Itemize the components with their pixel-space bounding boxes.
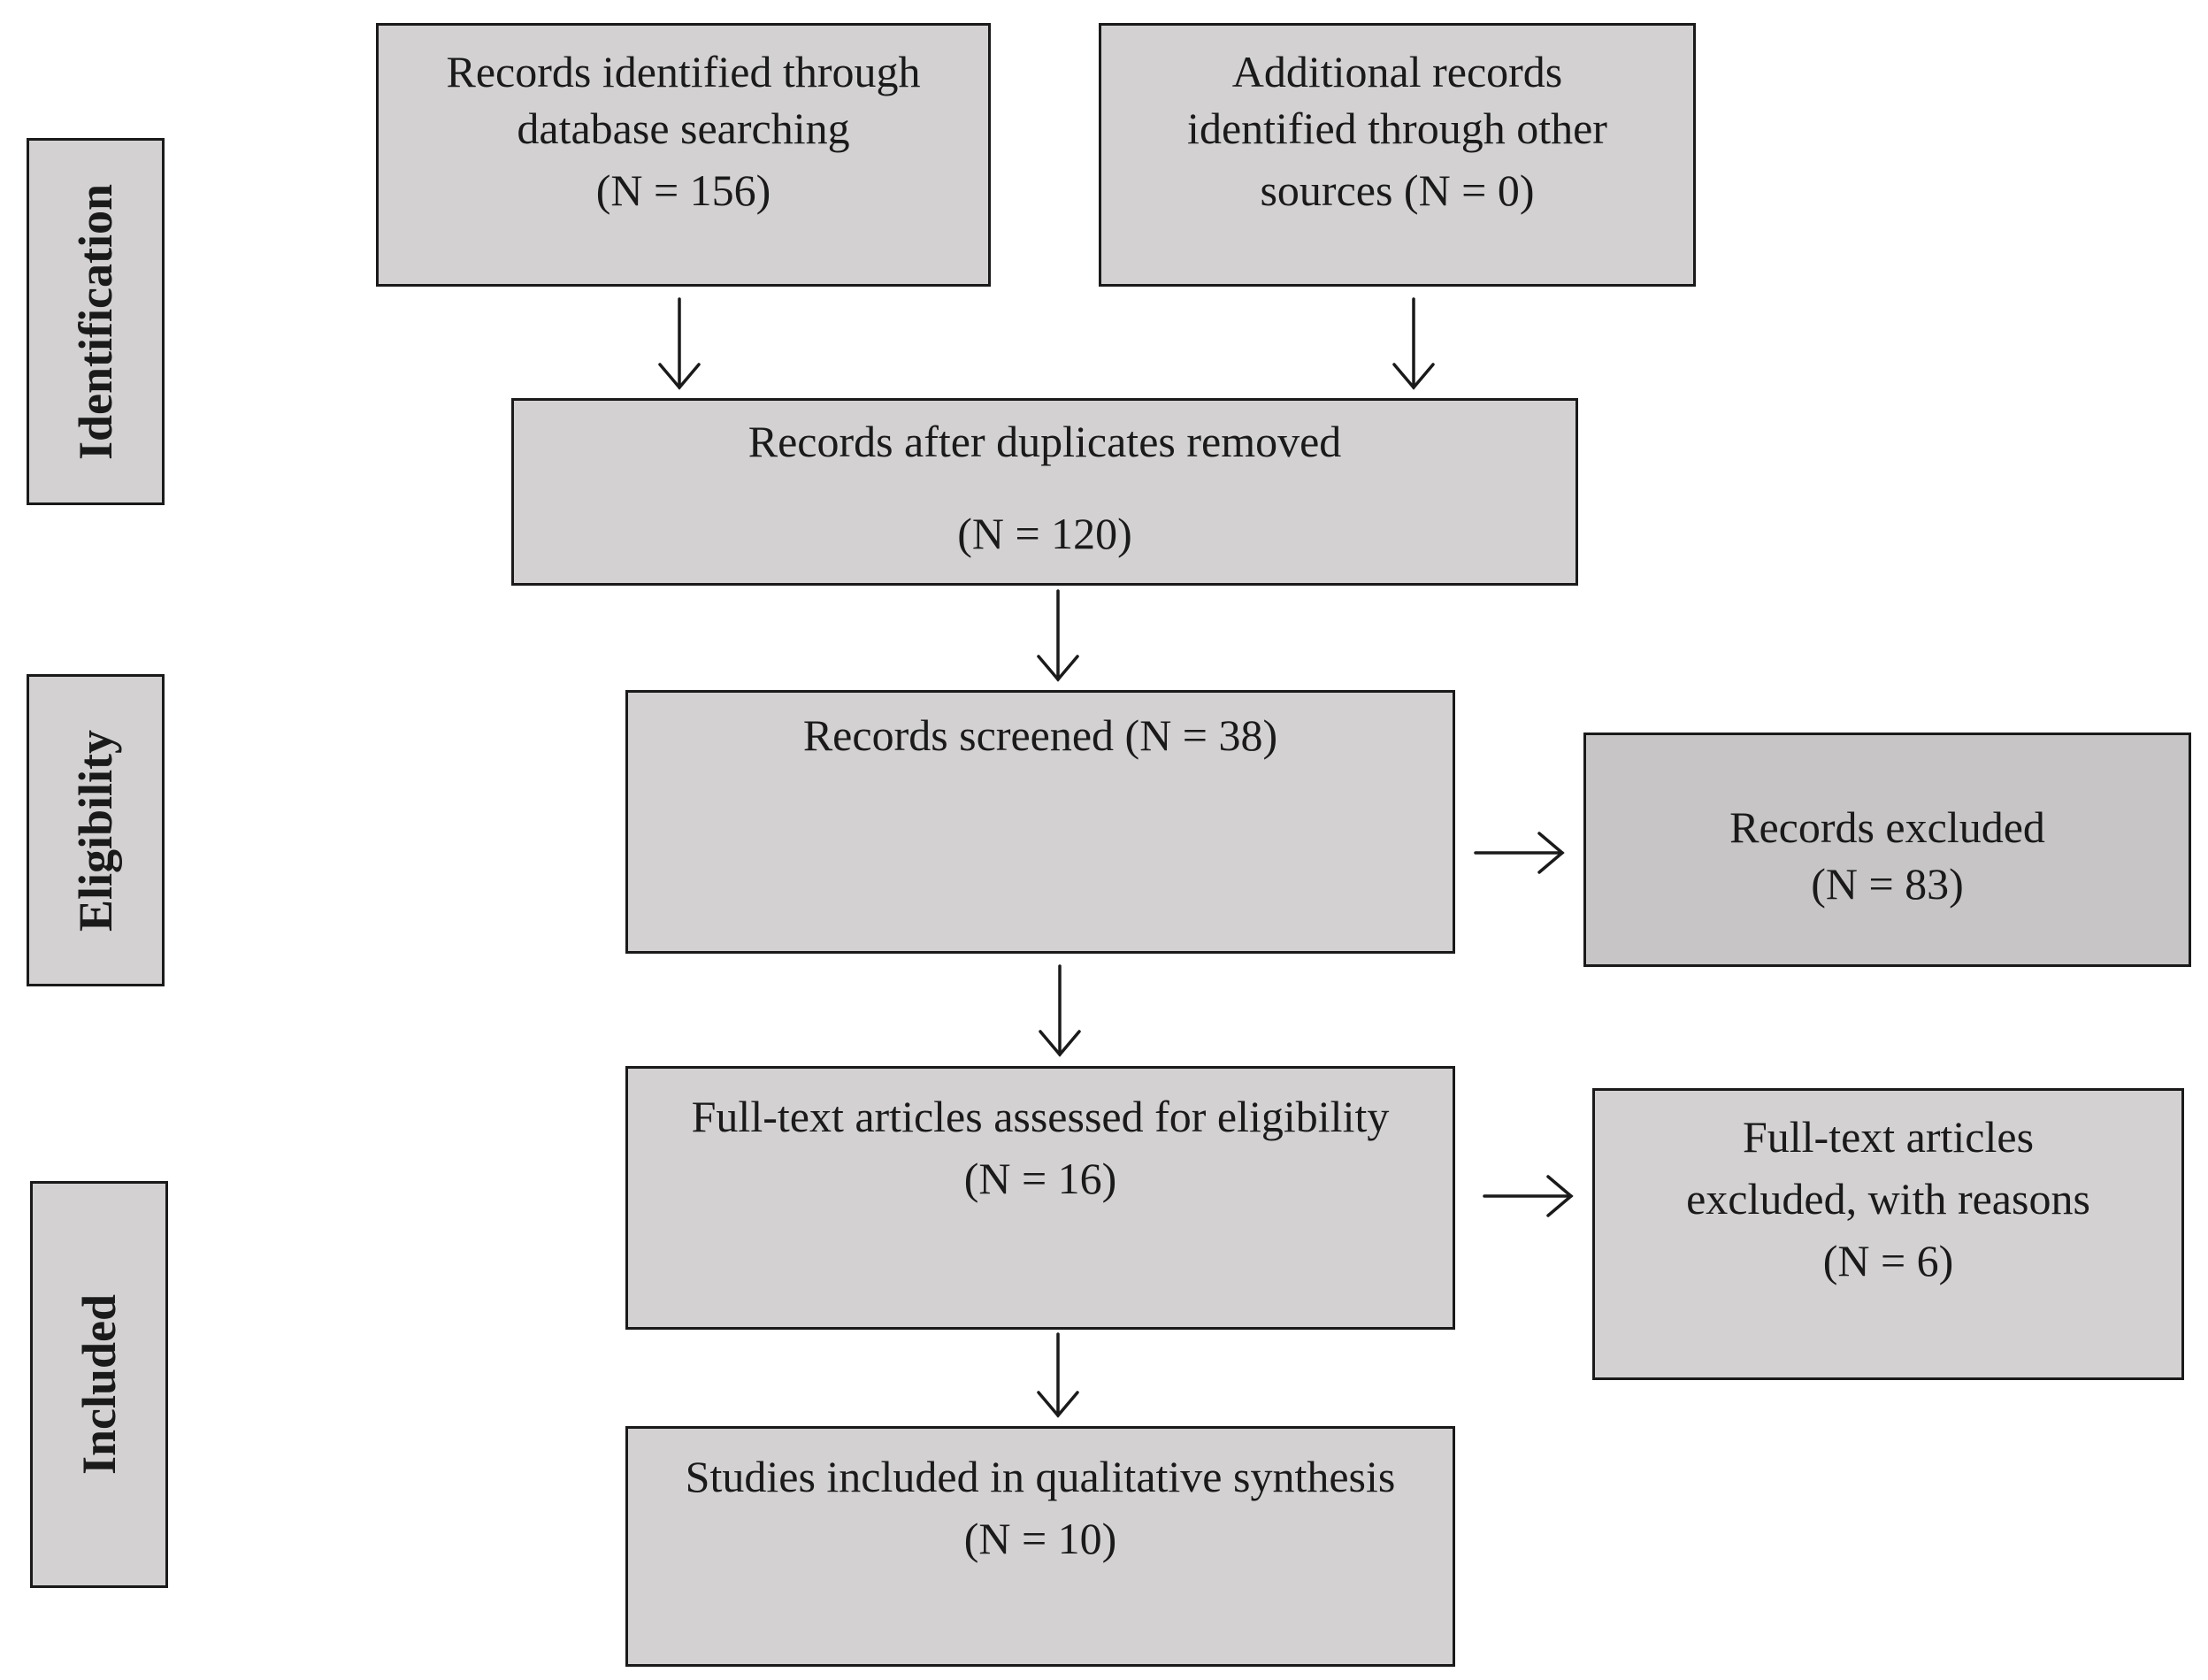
arrow-screened-to-full-text [1039,964,1081,1057]
excluded-line-1: Records excluded [1729,802,2045,852]
phase-included: Included [30,1181,168,1588]
after-duplicates-line-1: Records after duplicates removed [748,417,1342,466]
database-records-line-2: database searching [517,104,850,153]
database-records-box: Records identified through database sear… [376,23,991,287]
full-text-excluded-box: Full-text articles excluded, with reason… [1592,1088,2184,1380]
after-duplicates-box: Records after duplicates removed (N = 12… [511,398,1578,586]
full-text-assessed-box: Full-text articles assessed for eligibil… [625,1066,1455,1330]
after-duplicates-count: (N = 120) [957,509,1132,558]
included-studies-line-1: Studies included in qualitative synthesi… [685,1452,1396,1501]
arrow-screened-to-excluded [1474,832,1565,874]
database-records-line-1: Records identified through [446,47,921,96]
arrow-full-text-to-excluded [1483,1175,1574,1217]
full-text-excluded-line-2: excluded, with reasons [1686,1174,2090,1224]
screened-box: Records screened (N = 38) [625,690,1455,954]
other-records-box: Additional records identified through ot… [1099,23,1696,287]
other-records-line-1: Additional records [1231,47,1563,96]
arrow-other-to-duplicates [1392,297,1435,390]
arrow-full-text-to-included [1037,1332,1079,1418]
full-text-excluded-line-1: Full-text articles [1742,1112,2035,1162]
other-records-line-3: sources (N = 0) [1260,165,1535,215]
full-text-assessed-count: (N = 16) [963,1154,1117,1203]
arrow-database-to-duplicates [658,297,701,390]
included-studies-box: Studies included in qualitative synthesi… [625,1426,1455,1667]
arrow-duplicates-to-screened [1037,589,1079,682]
included-studies-count: (N = 10) [963,1514,1117,1563]
full-text-assessed-line-1: Full-text articles assessed for eligibil… [691,1092,1390,1141]
phase-identification: Identification [27,138,165,505]
other-records-line-2: identified through other [1187,104,1607,153]
excluded-count: (N = 83) [1811,859,1964,909]
full-text-excluded-count: (N = 6) [1822,1236,1954,1285]
screened-line-1: Records screened (N = 38) [802,710,1278,760]
excluded-box: Records excluded (N = 83) [1583,733,2191,967]
database-records-count: (N = 156) [595,165,771,215]
phase-eligibility: Eligibility [27,674,165,986]
